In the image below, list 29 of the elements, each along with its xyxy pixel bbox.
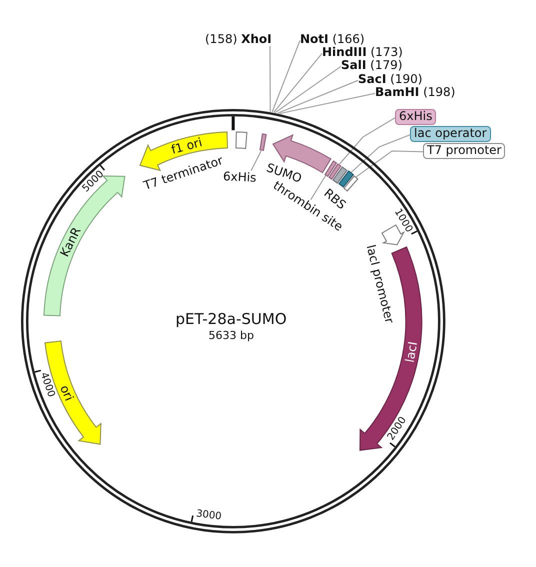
leader-line xyxy=(338,117,396,165)
plasmid-size: 5633 bp xyxy=(208,329,254,342)
tick-label: 4000 xyxy=(37,370,57,399)
leader-line xyxy=(274,66,342,114)
feature-label: lacI xyxy=(402,340,420,364)
leader-line xyxy=(279,92,376,114)
feature-label: 6xHis xyxy=(222,169,256,185)
restriction-site-label: HindIII (173) xyxy=(322,45,403,59)
feature-tag: lac operator xyxy=(410,126,491,142)
feature-label: ori xyxy=(57,383,76,404)
restriction-site-label: BamHI (198) xyxy=(375,85,456,99)
leader-line xyxy=(277,80,358,114)
restriction-site-label: SalI (179) xyxy=(341,58,402,72)
leader-line xyxy=(273,52,322,113)
leader-line xyxy=(310,175,326,200)
restriction-site-label: (158) XhoI xyxy=(205,32,272,46)
leader-line xyxy=(356,150,424,178)
restriction-site-label: NotI (166) xyxy=(300,32,365,46)
feature-label: f1 ori xyxy=(169,135,204,157)
feature-tag: T7 promoter xyxy=(423,143,506,159)
feature-label: RBS xyxy=(322,186,349,212)
leader-line xyxy=(350,134,410,174)
plasmid-name: pET-28a-SUMO xyxy=(175,310,287,328)
tick-label: 3000 xyxy=(195,508,222,524)
leader-line xyxy=(272,40,300,113)
leader-line xyxy=(250,150,262,172)
leader-line xyxy=(270,46,271,112)
feature-tag: 6xHis xyxy=(395,109,436,125)
restriction-site-label: SacI (190) xyxy=(358,72,422,86)
